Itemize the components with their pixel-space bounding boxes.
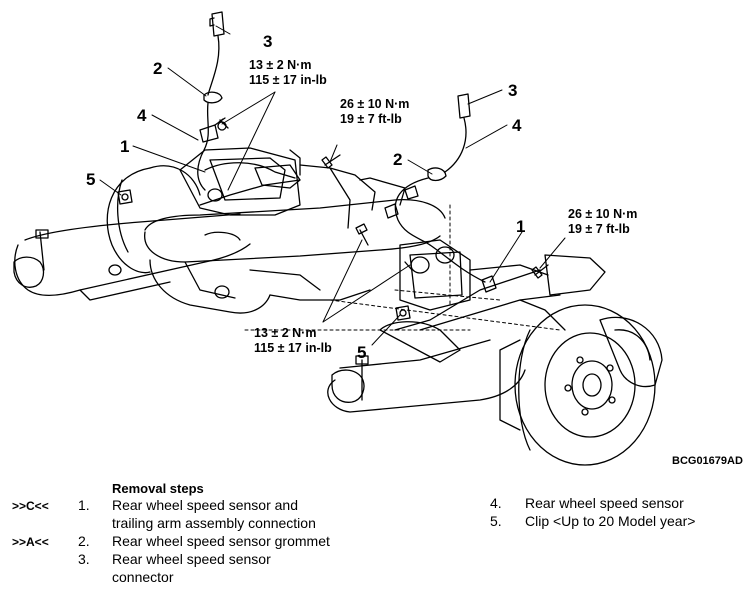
callout-2-left: 2 [153,59,163,78]
leader-lines [99,25,566,346]
torque-metric: 26 ± 10 N·m [568,207,638,221]
removal-step: >>C<< 1. Rear wheel speed sensor and tra… [12,496,372,532]
step-number: 2. [78,533,90,549]
step-number: 3. [78,551,90,567]
torque-bolts [214,117,549,279]
torque-imperial: 115 ± 17 in-lb [249,73,327,87]
left-knuckle [179,147,301,216]
torque-spec-right: 26 ± 10 N·m 19 ± 7 ft-lb [568,207,637,237]
torque-metric: 13 ± 2 N·m [249,58,312,72]
torque-spec-top-center: 13 ± 2 N·m 115 ± 17 in-lb [249,58,327,88]
step-number: 1. [78,497,90,513]
step-text: Rear wheel speed sensor [525,495,684,511]
step-text: Clip <Up to 20 Model year> [525,513,696,529]
right-trailing-arm [327,239,606,413]
step-text: trailing arm assembly connection [112,515,316,531]
rear-subframe [144,164,446,314]
torque-spec-lower-center: 13 ± 2 N·m 115 ± 17 in-lb [254,326,332,356]
step-number: 4. [490,495,502,511]
removal-step: 3. Rear wheel speed sensor connector [12,550,372,586]
right-brake-disc [499,304,663,466]
torque-imperial: 19 ± 7 ft-lb [340,112,402,126]
removal-step: 4. Rear wheel speed sensor [490,494,740,512]
right-speed-sensor-harness [384,93,497,293]
callout-5-right: 5 [357,343,367,362]
callout-2-right: 2 [393,150,403,169]
callout-5-left: 5 [86,170,96,189]
callout-1-left: 1 [120,137,130,156]
torque-spec-upper-mid: 26 ± 10 N·m 19 ± 7 ft-lb [340,97,409,127]
reference-lines [244,204,561,331]
step-tag: >>A<< [12,535,49,549]
step-text: Rear wheel speed sensor grommet [112,533,330,549]
clips [117,189,411,321]
left-speed-sensor-harness [197,11,296,191]
left-trailing-arm [13,213,251,301]
callout-3-right: 3 [508,81,518,100]
removal-steps-heading: Removal steps [112,481,204,496]
step-number: 5. [490,513,502,529]
torque-imperial: 115 ± 17 in-lb [254,341,332,355]
callout-4-right: 4 [512,116,522,135]
rear-suspension-illustration [13,11,663,466]
step-text: Rear wheel speed sensor and [112,497,299,513]
figure-code: BCG01679AD [672,455,743,467]
step-text: Rear wheel speed sensor [112,551,271,567]
left-brake-disc [106,165,201,274]
step-text: connector [112,569,174,585]
step-tag: >>C<< [12,499,49,513]
callout-3-left: 3 [263,32,273,51]
torque-metric: 26 ± 10 N·m [340,97,410,111]
torque-imperial: 19 ± 7 ft-lb [568,222,630,236]
removal-step: 5. Clip <Up to 20 Model year> [490,512,740,530]
torque-metric: 13 ± 2 N·m [254,326,317,340]
callout-4-left: 4 [137,106,147,125]
removal-step: >>A<< 2. Rear wheel speed sensor grommet [12,532,372,550]
callout-1-right: 1 [516,217,526,236]
